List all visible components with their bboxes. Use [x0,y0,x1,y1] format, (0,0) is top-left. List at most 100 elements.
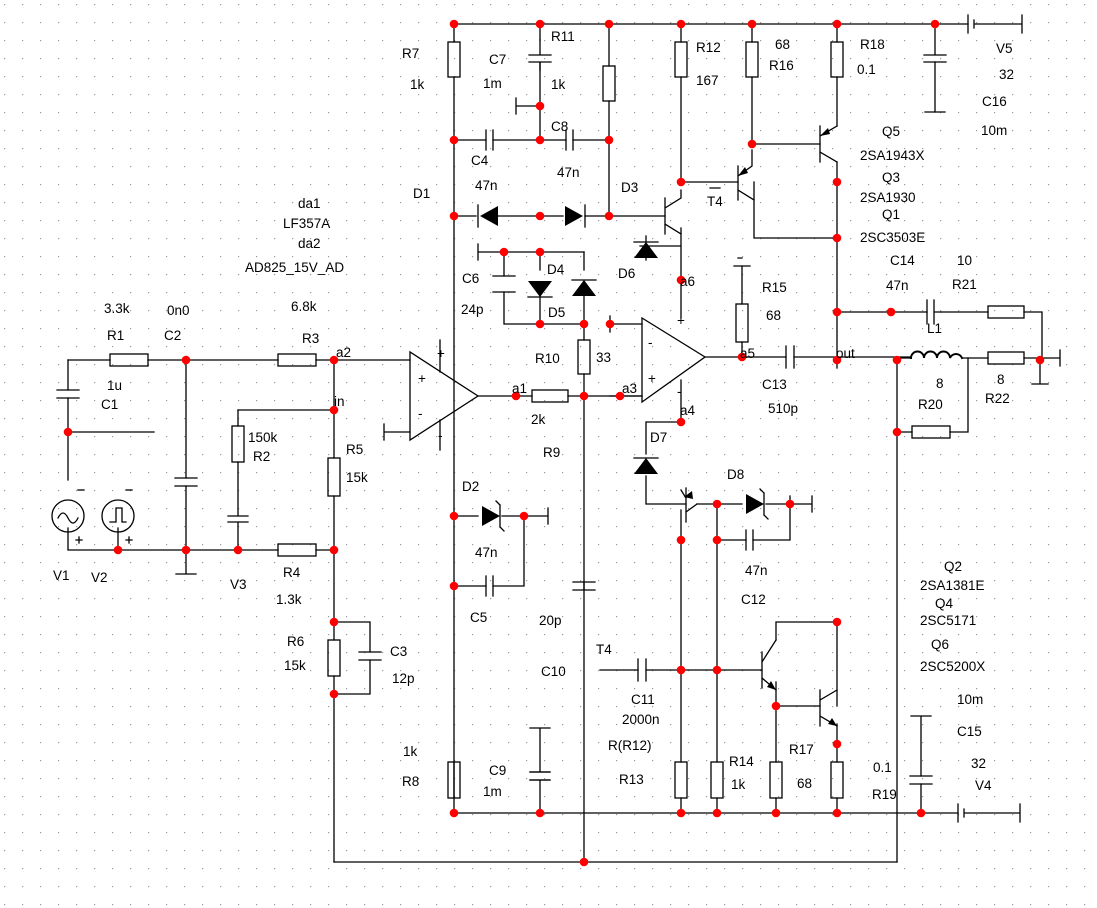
transistor-q2 [680,487,698,523]
label-r3: R3 [302,331,319,346]
label-c9: C9 [489,763,506,778]
label-r21: R21 [952,277,977,292]
label-l1-value: 8 [936,376,944,391]
label-r19-value: 0.1 [873,760,892,775]
sources [51,14,1023,823]
label-r21-value: 10 [957,253,972,268]
label-r17-value: 68 [797,776,812,791]
label-c9-value: 1m [483,784,502,799]
source-v4 [957,803,1021,823]
resistor-r6 [327,639,341,677]
resistor-r17 [769,761,783,799]
label-r10: R10 [535,351,560,366]
da1-plus-sign: + [418,371,426,386]
label-r7: R7 [402,46,419,61]
label-q5-part: 2SA1943X [860,148,925,163]
diode-d4 [528,281,552,297]
da1-pos-supply-sign: + [437,346,445,361]
label-c5: C5 [470,610,487,625]
resistor-r2 [231,425,245,463]
capacitor-c14 [926,299,942,325]
label-c10: C10 [541,664,566,679]
label-c15-value: 10m [957,692,983,707]
da2-neg-supply-sign: - [677,384,682,399]
diodes [477,204,769,532]
label-da1: da1 [298,196,321,211]
label-v4-value: 32 [971,756,986,771]
transistors [664,125,838,727]
label-d4: D4 [547,262,565,277]
label-d2: D2 [462,479,479,494]
label-d6: D6 [618,266,635,281]
resistor-r16 [745,41,759,78]
label-da1-part: LF357A [283,216,330,231]
opamp-da1: + - + - [409,339,480,451]
resistor-r1 [109,353,149,367]
label-d8: D8 [727,467,744,482]
label-q4-part: 2SC5171 [920,613,976,628]
diode-d7 [634,458,658,474]
transistor-q4 [761,639,777,691]
opamps: + - + - - + + - [409,313,707,451]
resistor-r15 [735,303,749,343]
label-r8-value: 1k [403,744,418,759]
capacitor-c16 [923,54,947,63]
resistor-r20 [911,425,951,439]
label-r22: R22 [985,391,1010,406]
label-c12: C12 [741,592,766,607]
label-c15: C15 [957,724,982,739]
label-r5: R5 [346,442,363,457]
label-r2: R2 [253,449,270,464]
label-q3-part: 2SA1930 [860,190,916,205]
da2-pos-supply-sign: + [677,313,685,328]
label-r14: R14 [729,754,754,769]
capacitor-c2 [174,477,198,487]
capacitor-c15 [909,775,933,785]
diode-d5 [572,280,596,296]
wires [67,23,1061,863]
diode-d1 [480,206,498,226]
label-r18: R18 [860,37,885,52]
label-c4-value: 47n [475,178,498,193]
capacitor-c9 [529,771,551,781]
label-r2-value: 150k [248,430,278,445]
label-r1-value: 3.3k [104,301,130,316]
label-c2-value: 0n0 [167,303,190,318]
resistor-r12 [674,41,688,78]
label-q4: Q4 [935,596,954,611]
capacitor-c5 [485,575,494,597]
label-v2: V2 [91,570,108,585]
label-r12-ref: R(R12) [608,738,652,753]
label-r12: R12 [696,40,721,55]
label-c13: C13 [762,377,787,392]
label-a4: a4 [680,403,696,418]
capacitor-c4 [485,129,494,151]
label-r10-value: 33 [596,350,611,365]
label-v4: V4 [975,778,992,793]
label-d2-value: 47n [475,545,498,560]
label-a6: a6 [680,274,695,289]
diode-d3 [565,206,583,226]
resistor-r3 [277,353,317,367]
junction-nodes [63,19,1045,867]
label-r20: R20 [918,397,943,412]
label-out: out [836,346,855,361]
label-da2-part: AD825_15V_AD [245,260,344,275]
label-d5: D5 [548,305,565,320]
opamp-da2: - + + - [641,313,707,404]
label-r18-value: 0.1 [857,62,876,77]
label-c1-value: 1u [107,378,122,393]
label-c1: C1 [101,397,118,412]
label-c4: C4 [471,153,489,168]
resistor-r4 [277,543,317,557]
resistor-r21 [987,305,1025,319]
capacitor-c7 [528,39,552,71]
label-d7: D7 [650,430,667,445]
label-c10-value: 20p [539,613,562,628]
source-v1 [51,489,85,544]
label-v3: V3 [230,577,247,592]
capacitors [56,39,947,785]
resistor-r7 [447,41,461,78]
label-q6: Q6 [931,637,949,652]
label-a3: a3 [622,381,637,396]
